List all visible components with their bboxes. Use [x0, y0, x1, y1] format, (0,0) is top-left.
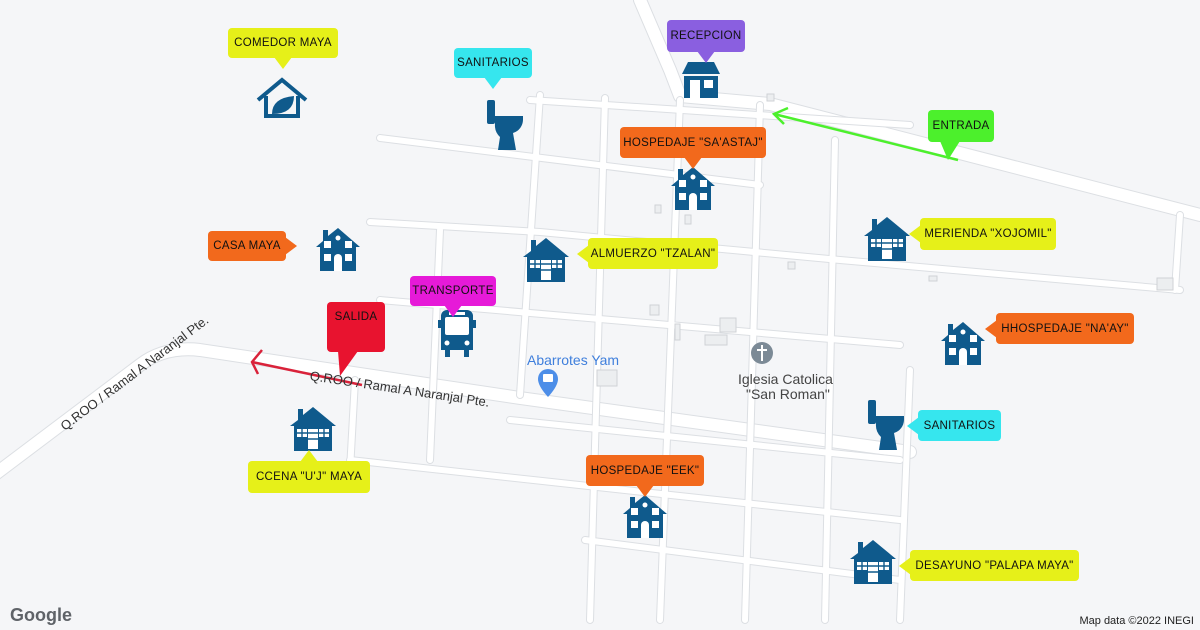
callout-transporte[interactable]: TRANSPORTE	[410, 276, 496, 317]
eco-house-icon[interactable]	[256, 77, 308, 118]
map-attribution[interactable]: Map data ©2022 INEGI	[1079, 615, 1194, 627]
place-label-abarrotes-yam[interactable]: Abarrotes Yam	[527, 352, 620, 368]
entrada-arrow	[771, 106, 959, 162]
callout-salida[interactable]: SALIDA	[327, 302, 385, 352]
callout-casa-maya[interactable]: CASA MAYA	[208, 231, 297, 261]
buildings	[596, 93, 1174, 387]
toilet-icon[interactable]	[487, 100, 523, 150]
reception-booth-icon[interactable]	[682, 62, 720, 98]
place-label-iglesia[interactable]: Iglesia Catolica"San Roman"	[738, 372, 833, 402]
church-name-line1: Iglesia Catolica	[738, 371, 833, 387]
callout-cena-uj-maya[interactable]: CCENA "U'J" MAYA	[248, 450, 370, 493]
callout-sanitarios[interactable]: SANITARIOS	[454, 48, 532, 89]
house-icon[interactable]	[864, 217, 910, 261]
house-icon[interactable]	[290, 407, 336, 451]
callout-almuerzo-tzalan[interactable]: ALMUERZO "TZALAN"	[577, 238, 718, 269]
callout-hospedaje-eek[interactable]: HOSPEDAJE "EEK"	[586, 455, 704, 497]
church-name-line2: "San Roman"	[746, 386, 830, 402]
church-pin-icon[interactable]	[751, 342, 773, 364]
store-pin-icon[interactable]	[538, 369, 558, 397]
callout-comedor-maya[interactable]: COMEDOR MAYA	[228, 28, 338, 69]
house-icon[interactable]	[623, 495, 667, 538]
callout-sanitarios-2[interactable]: SANITARIOS	[907, 410, 1001, 441]
callout-hhospedaje-naay[interactable]: HHOSPEDAJE "NA'AY"	[985, 313, 1134, 344]
google-logo: Google	[10, 605, 72, 625]
house-icon[interactable]	[941, 322, 985, 365]
callout-hospedaje-saastaj[interactable]: HOSPEDAJE "SA'ASTAJ"	[620, 127, 766, 169]
house-icon[interactable]	[850, 540, 896, 584]
salida-arrow	[250, 349, 363, 387]
callout-recepcion[interactable]: RECEPCION	[667, 20, 745, 63]
callout-desayuno-palapa-maya[interactable]: DESAYUNO "PALAPA MAYA"	[899, 550, 1079, 581]
callout-entrada[interactable]: ENTRADA	[928, 110, 994, 142]
house-icon[interactable]	[316, 228, 360, 271]
bus-icon[interactable]	[438, 310, 476, 357]
callout-merienda-xojomil[interactable]: MERIENDA "XOJOMIL"	[909, 218, 1056, 250]
